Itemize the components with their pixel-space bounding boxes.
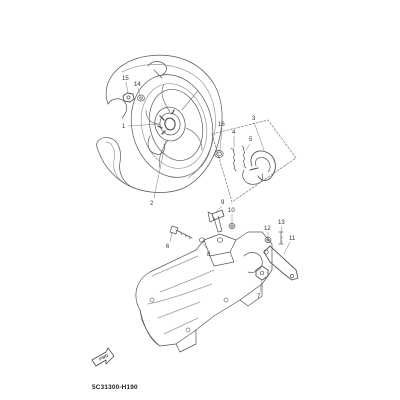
- axle-nut: [122, 92, 135, 103]
- brake-cam-lever: [263, 245, 299, 281]
- lever-nut: [255, 265, 269, 281]
- case-outline: [135, 231, 273, 347]
- rear-wheel-assembly: [96, 54, 223, 193]
- callout-10: 10: [228, 208, 235, 214]
- flange-bolt: [169, 225, 193, 240]
- brake-spring: [241, 145, 247, 169]
- forward-direction-badge: FWD: [91, 347, 115, 367]
- callout-9: 9: [221, 200, 225, 206]
- callout-15: 15: [122, 76, 129, 82]
- callout-4: 4: [232, 130, 236, 136]
- pinch-bolt: [278, 231, 284, 245]
- arrow-icon: [91, 347, 115, 367]
- callout-8: 8: [207, 252, 211, 258]
- diagram-code: 5C31300-H190: [92, 384, 138, 391]
- callout-13: 13: [278, 220, 285, 226]
- brake-shoe-kit: [211, 119, 297, 203]
- plain-washer: [137, 94, 145, 102]
- callout-14: 14: [134, 82, 141, 88]
- callout-labels: 15 14 1 2 3 4 5 16 6 8 7 9 10 12 13 11: [122, 76, 296, 300]
- callout-16: 16: [218, 122, 225, 128]
- callout-6: 6: [166, 244, 170, 250]
- kit-boundary: [211, 119, 297, 203]
- transmission-case: [135, 231, 273, 353]
- tire-cutaway: [96, 137, 135, 189]
- brake-camshaft: [207, 209, 225, 233]
- callout-2: 2: [150, 201, 154, 207]
- callout-1: 1: [122, 124, 126, 130]
- brake-spring: [230, 147, 237, 172]
- callout-7: 7: [257, 294, 261, 300]
- wheel-hub: [154, 106, 186, 142]
- fwd-label: FWD: [98, 353, 109, 362]
- camshaft-seal: [217, 237, 223, 243]
- o-ring: [214, 150, 224, 158]
- leader-lines: [125, 81, 291, 293]
- callout-5: 5: [249, 137, 253, 143]
- callout-11: 11: [289, 236, 296, 242]
- callout-3: 3: [252, 116, 256, 122]
- callout-12: 12: [264, 226, 271, 232]
